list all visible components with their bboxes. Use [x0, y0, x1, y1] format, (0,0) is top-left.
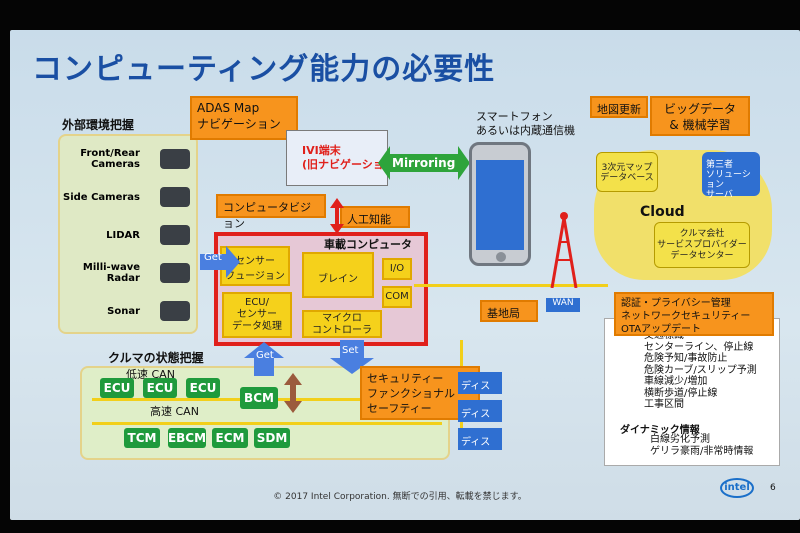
io-box: I/O — [382, 258, 412, 280]
adas-callout: ADAS Map ナビゲーション — [190, 96, 298, 140]
base-station-callout: 基地局 — [480, 300, 538, 322]
phone-home-button — [496, 252, 506, 262]
set-down-arrow-icon — [330, 340, 374, 374]
dynamic-heading: ダイナミック情報 — [620, 425, 700, 436]
ecm-box: ECM — [212, 428, 248, 448]
phone-label: スマートフォン あるいは内蔵通信機 — [476, 110, 575, 137]
sensor-label: LIDAR — [106, 229, 140, 241]
page-number: 6 — [770, 483, 776, 493]
sensor-label: Milli-wave Radar — [82, 262, 140, 284]
computer-title: 車載コンピュータ — [324, 238, 412, 251]
bigdata-callout: ビッグデータ & 機械学習 — [650, 96, 750, 136]
vision-callout: コンピュータビジョン — [216, 194, 326, 230]
third-party-server: 第三者 ソリューション サーバ — [702, 152, 760, 200]
phone-screen — [476, 160, 524, 250]
external-heading: 外部環境把握 — [62, 118, 135, 132]
sdm-box: SDM — [254, 428, 290, 448]
auth-callout: 認証・プライバシー管理 ネットワークセキュリティー OTAアップデート — [614, 292, 774, 336]
tcm-box: TCM — [124, 428, 160, 448]
com-wan-line — [414, 284, 608, 287]
display-box: ディスプレイ — [458, 372, 502, 394]
dynamic-items: 白線劣化予測 ゲリラ豪雨/非常時情報 — [650, 434, 754, 457]
ivi-label: IVI端末 (旧ナビゲーション) — [302, 144, 400, 171]
micro-controller-box: マイクロ コントローラ — [302, 310, 382, 338]
intel-logo: intel — [720, 478, 754, 498]
high-can-label: 高速 CAN — [150, 405, 199, 418]
sensor-item: LIDAR — [62, 216, 196, 254]
ivi-box — [286, 130, 388, 186]
map-db-cylinder: 3次元マップ データベース — [596, 152, 658, 192]
low-can-label: 低速 CAN — [126, 368, 175, 381]
up-down-arrow-icon — [284, 373, 302, 413]
ebcm-box: EBCM — [168, 428, 206, 448]
ecu-box: ECU — [143, 378, 177, 398]
can-bus-high — [92, 422, 442, 425]
sensor-label: Front/Rear Cameras — [80, 148, 140, 170]
vehicle-state-heading: クルマの状態把握 — [108, 351, 204, 365]
sensor-device-icon — [160, 301, 190, 321]
get-side-arrow-icon — [200, 246, 240, 278]
mirroring-label: Mirroring — [392, 156, 456, 170]
slide-title: コンピューティング能力の必要性 — [32, 52, 496, 87]
brain-box: ブレイン — [302, 252, 374, 298]
bcm-box: BCM — [240, 387, 278, 409]
wan-box: WAN — [546, 298, 580, 312]
traffic-info-panel — [604, 318, 780, 466]
ecu-box: ECU — [100, 378, 134, 398]
ecu-sensor-box: ECU/ センサー データ処理 — [222, 292, 292, 338]
sensor-item: Front/Rear Cameras — [62, 140, 196, 178]
set-label: Set — [342, 345, 359, 356]
mirroring-arrow-icon — [378, 146, 470, 180]
get-bottom-label: Get — [256, 350, 274, 361]
get-side-label: Get — [204, 252, 222, 263]
sensor-label: Sonar — [107, 305, 140, 317]
traffic-items: 交通標識 センターライン、停止線 危険予知/事故防止 危険カーブ/スリップ予測 … — [644, 330, 757, 410]
datacenter-cylinder: クルマ会社 サービスプロバイダー データセンター — [654, 222, 750, 268]
cell-tower-icon — [550, 212, 578, 288]
display-box: ディスプレイ — [458, 428, 502, 450]
cloud-label: Cloud — [640, 204, 685, 220]
sensor-device-icon — [160, 225, 190, 245]
footer-copyright: © 2017 Intel Corporation. 無断での引用、転載を禁じます… — [273, 492, 527, 502]
get-up-arrow-icon — [244, 342, 284, 376]
sensor-device-icon — [160, 187, 190, 207]
com-box: COM — [382, 286, 412, 308]
red-updown-arrow-icon — [330, 198, 344, 234]
map-update-callout: 地図更新 — [590, 96, 648, 118]
display-box: ディスプレイ — [458, 400, 502, 422]
ecu-box: ECU — [186, 378, 220, 398]
sensor-item: Side Cameras — [62, 178, 196, 216]
sensor-device-icon — [160, 263, 190, 283]
sensor-item: Sonar — [62, 292, 196, 330]
sensor-label: Side Cameras — [63, 191, 140, 203]
sensor-item: Milli-wave Radar — [62, 254, 196, 292]
ai-callout: 人工知能 — [340, 206, 410, 228]
sensor-device-icon — [160, 149, 190, 169]
